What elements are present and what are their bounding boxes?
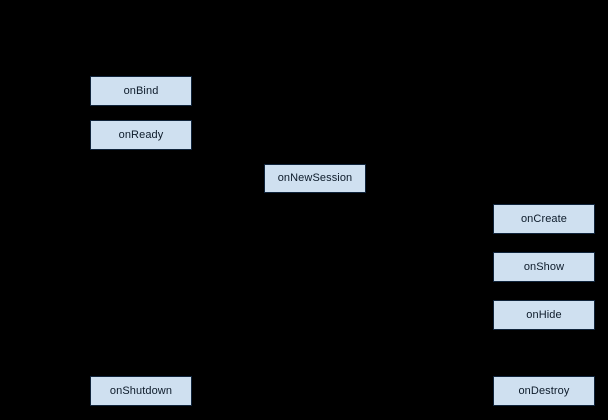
node-label-on-create: onCreate [520,212,568,225]
node-label-on-ready: onReady [118,128,164,141]
node-on-ready[interactable]: onReady [90,120,192,150]
node-on-show[interactable]: onShow [493,252,595,282]
node-on-create[interactable]: onCreate [493,204,595,234]
node-on-hide[interactable]: onHide [493,300,595,330]
node-on-new-session[interactable]: onNewSession [264,164,366,193]
node-on-bind[interactable]: onBind [90,76,192,106]
node-label-on-bind: onBind [123,84,159,97]
node-label-on-new-session: onNewSession [277,172,353,184]
node-label-on-destroy: onDestroy [518,384,570,397]
node-label-on-hide: onHide [526,308,562,321]
node-on-destroy[interactable]: onDestroy [493,376,595,406]
node-label-on-show: onShow [523,260,565,273]
node-on-shutdown[interactable]: onShutdown [90,376,192,406]
node-label-on-shutdown: onShutdown [109,384,173,397]
